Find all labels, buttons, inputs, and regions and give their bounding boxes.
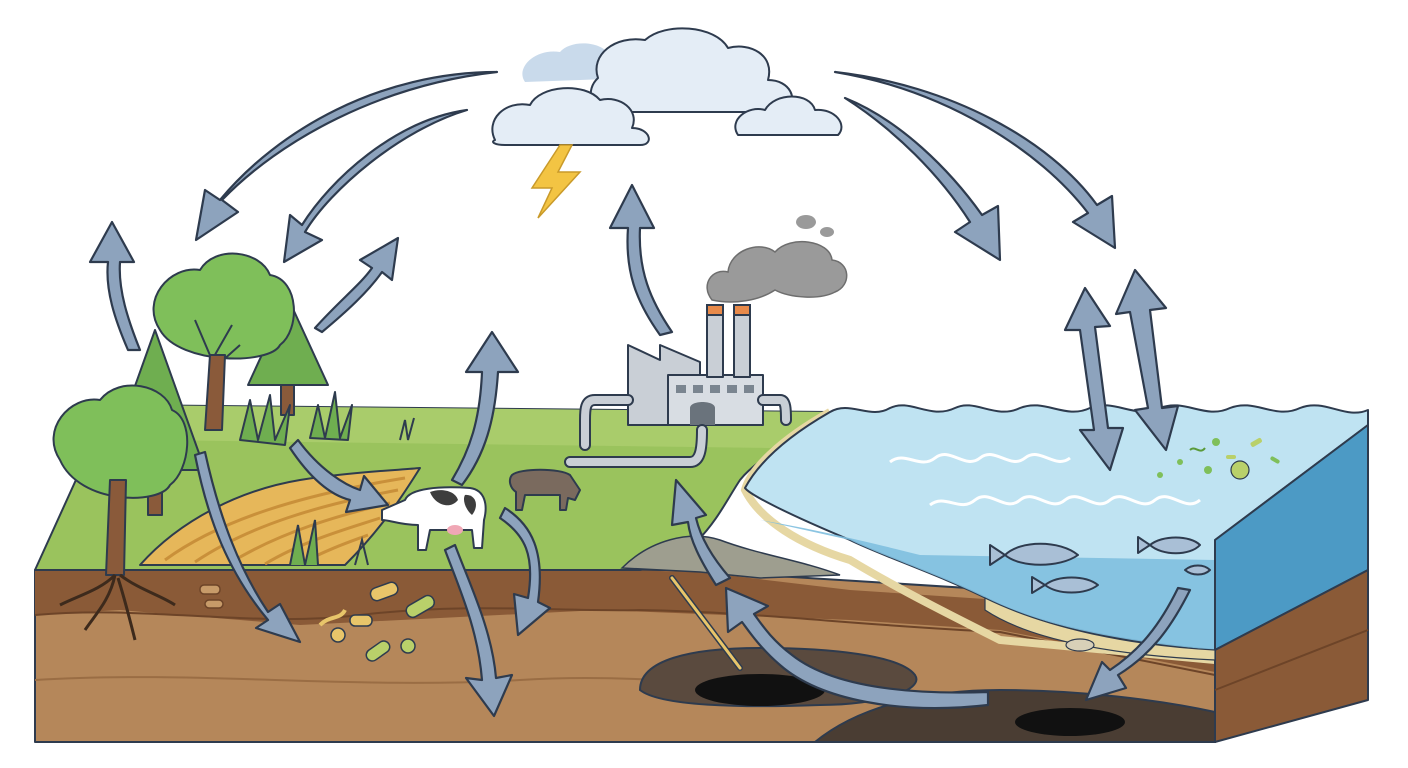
- grass-tuft: [309, 391, 353, 441]
- smoke-icon: [706, 215, 848, 303]
- carbon-flow-arrows: [88, 70, 1192, 718]
- fish-icon: [1137, 536, 1201, 555]
- cycle-arrow-icon: [843, 96, 1002, 262]
- cow-icon: [381, 486, 487, 551]
- cycle-arrow-icon: [443, 543, 514, 718]
- factory-icon: [564, 304, 792, 468]
- lightning-icon: [530, 144, 582, 219]
- cow-icon: [508, 468, 581, 511]
- cycle-arrow-icon: [88, 220, 142, 352]
- cycle-arrow-icon: [313, 236, 400, 334]
- tree-icon: [152, 252, 295, 431]
- cycle-arrow-icon: [1084, 586, 1192, 702]
- cycle-arrow-icon: [670, 478, 732, 587]
- cycle-arrow-icon: [282, 108, 469, 264]
- plankton-icon: [1157, 438, 1280, 480]
- tree-roots: [59, 573, 176, 641]
- shoreline: [620, 535, 841, 579]
- cycle-arrow-icon: [193, 450, 302, 644]
- cycle-arrow-icon: [194, 70, 499, 242]
- cycle-arrow-icon: [724, 586, 990, 710]
- cycle-arrow-icon: [1063, 286, 1125, 472]
- tree-icon: [52, 384, 189, 576]
- grass-tuft: [239, 394, 291, 446]
- cycle-arrow-icon: [1114, 268, 1180, 452]
- fish-icon: [1184, 564, 1211, 576]
- fish-icon: [989, 542, 1079, 566]
- soil-microbe-icon: [199, 581, 436, 662]
- cycle-arrow-icon: [288, 438, 390, 514]
- cycle-arrow-icon: [608, 183, 674, 337]
- pine-tree-icon: [247, 297, 329, 416]
- cycle-arrow-icon: [833, 70, 1117, 250]
- cycle-arrow-icon: [498, 506, 552, 637]
- forest: [52, 252, 415, 641]
- cloud-icon: [491, 27, 843, 146]
- cycle-arrow-icon: [450, 330, 520, 487]
- fish-icon: [1031, 576, 1099, 594]
